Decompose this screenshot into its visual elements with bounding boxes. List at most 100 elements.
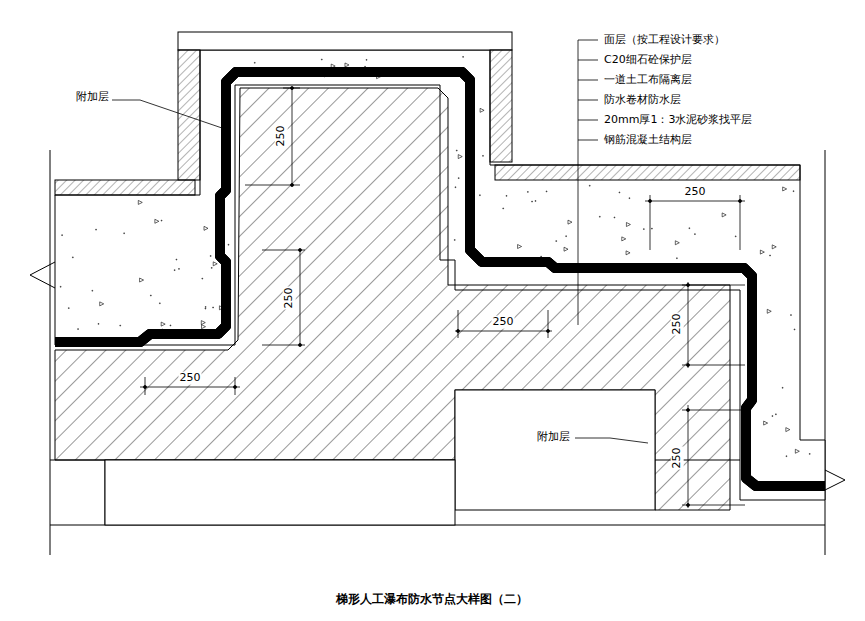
aggregate-speck (531, 201, 533, 203)
aggregate-speck (771, 415, 773, 417)
aggregate-speck (694, 233, 696, 235)
aggregate-speck (643, 228, 645, 230)
aggregate-speck (72, 256, 74, 258)
aggregate-speck (204, 226, 208, 230)
dimension-label: 250 (275, 125, 288, 148)
aggregate-speck (77, 328, 79, 330)
aggregate-speck (201, 278, 203, 280)
dimension-label: 250 (492, 316, 515, 329)
waterproof-layers (55, 72, 825, 486)
aggregate-speck (555, 240, 557, 242)
aggregate-speck (210, 255, 212, 257)
aggregate-speck (213, 262, 217, 266)
aggregate-speck (321, 59, 323, 61)
layer-label: 面层（按工程设计要求） (603, 34, 726, 47)
aggregate-speck (60, 286, 62, 288)
aggregate-speck (535, 200, 537, 202)
aggregate-speck (676, 257, 678, 259)
aggregate-speck (254, 62, 256, 64)
aggregate-speck (506, 195, 508, 197)
aggregate-speck (790, 314, 792, 316)
aggregate-speck (589, 185, 591, 187)
aggregate-speck (456, 150, 458, 152)
aggregate-speck (675, 241, 679, 245)
aggregate-speck (769, 255, 771, 257)
aggregate-speck (722, 213, 726, 217)
aggregate-speck (176, 259, 178, 261)
aggregate-speck (767, 309, 771, 313)
layer-label: C20细石砼保护层 (603, 54, 693, 67)
aggregate-speck (140, 278, 144, 282)
aggregate-speck (564, 247, 568, 251)
aggregate-speck (212, 307, 214, 309)
aggregate-speck (775, 413, 777, 415)
layer-label: 钢筋混凝土结构层 (603, 134, 693, 147)
layer-label: 防水卷材防水层 (603, 94, 682, 107)
aggregate-speck (482, 155, 484, 157)
aggregate-speck (599, 216, 601, 218)
aggregate-speck (614, 217, 616, 219)
aggregate-speck (345, 63, 349, 67)
caption: 梯形人工瀑布防水节点大样图（二） (335, 593, 529, 607)
aggregate-speck (794, 329, 796, 331)
aggregate-speck (568, 220, 572, 224)
aggregate-speck (626, 251, 630, 255)
aggregate-speck (629, 197, 631, 199)
aggregate-speck (174, 269, 176, 271)
aggregate-speck (150, 295, 152, 297)
aggregate-speck (68, 307, 70, 309)
dimension-label: 附加层 (75, 91, 110, 104)
dimension-label: 250 (283, 287, 296, 310)
aggregate-speck (155, 219, 159, 223)
aggregate-speck (161, 220, 163, 222)
aggregate-speck (772, 245, 776, 249)
dimension-lines (140, 87, 745, 509)
aggregate-speck (809, 453, 811, 455)
aggregate-speck (366, 59, 368, 61)
aggregate-speck (764, 421, 768, 425)
aggregate-speck (178, 268, 180, 270)
aggregate-speck (735, 235, 737, 237)
aggregate-speck (100, 302, 104, 306)
aggregate-speck (782, 387, 784, 389)
aggregate-speck (565, 235, 567, 237)
aggregate-speck (202, 325, 206, 329)
leader-lines (112, 40, 648, 443)
aggregate-speck (228, 244, 230, 246)
layer-label: 20mm厚1：3水泥砂浆找平层 (603, 114, 753, 127)
layer-label: 一道土工布隔离层 (603, 74, 693, 87)
aggregate-speck (786, 455, 788, 457)
aggregate-speck (201, 321, 205, 325)
dimension-label: 250 (671, 313, 684, 336)
aggregate-speck (480, 108, 484, 112)
aggregate-speck (454, 239, 456, 241)
aggregate-speck (138, 200, 142, 204)
aggregate-speck (123, 232, 125, 234)
aggregate-speck (795, 449, 799, 453)
aggregate-speck (159, 302, 161, 304)
aggregate-speck (95, 229, 97, 231)
aggregate-speck (527, 191, 529, 193)
aggregate-speck (161, 322, 165, 326)
dimension-label: 250 (179, 372, 202, 385)
aggregate-speck (91, 290, 93, 292)
aggregate-speck (793, 190, 795, 192)
dimension-label: 250 (671, 447, 684, 470)
aggregate-speck (626, 223, 630, 227)
aggregate-speck (98, 323, 100, 325)
aggregate-speck (786, 428, 790, 432)
aggregate-speck (619, 192, 621, 194)
dimension-label: 250 (684, 186, 707, 199)
aggregate-speck (61, 234, 63, 236)
dimension-label: 附加层 (536, 431, 571, 444)
aggregate-speck (119, 325, 121, 327)
aggregate-speck (546, 191, 548, 193)
aggregate-speck (479, 194, 481, 196)
aggregate-speck (458, 177, 460, 179)
aggregate-speck (783, 187, 787, 191)
aggregate-speck (622, 237, 626, 241)
rc-structure (55, 88, 730, 525)
aggregate-speck (462, 56, 464, 58)
aggregate-speck (170, 325, 172, 327)
